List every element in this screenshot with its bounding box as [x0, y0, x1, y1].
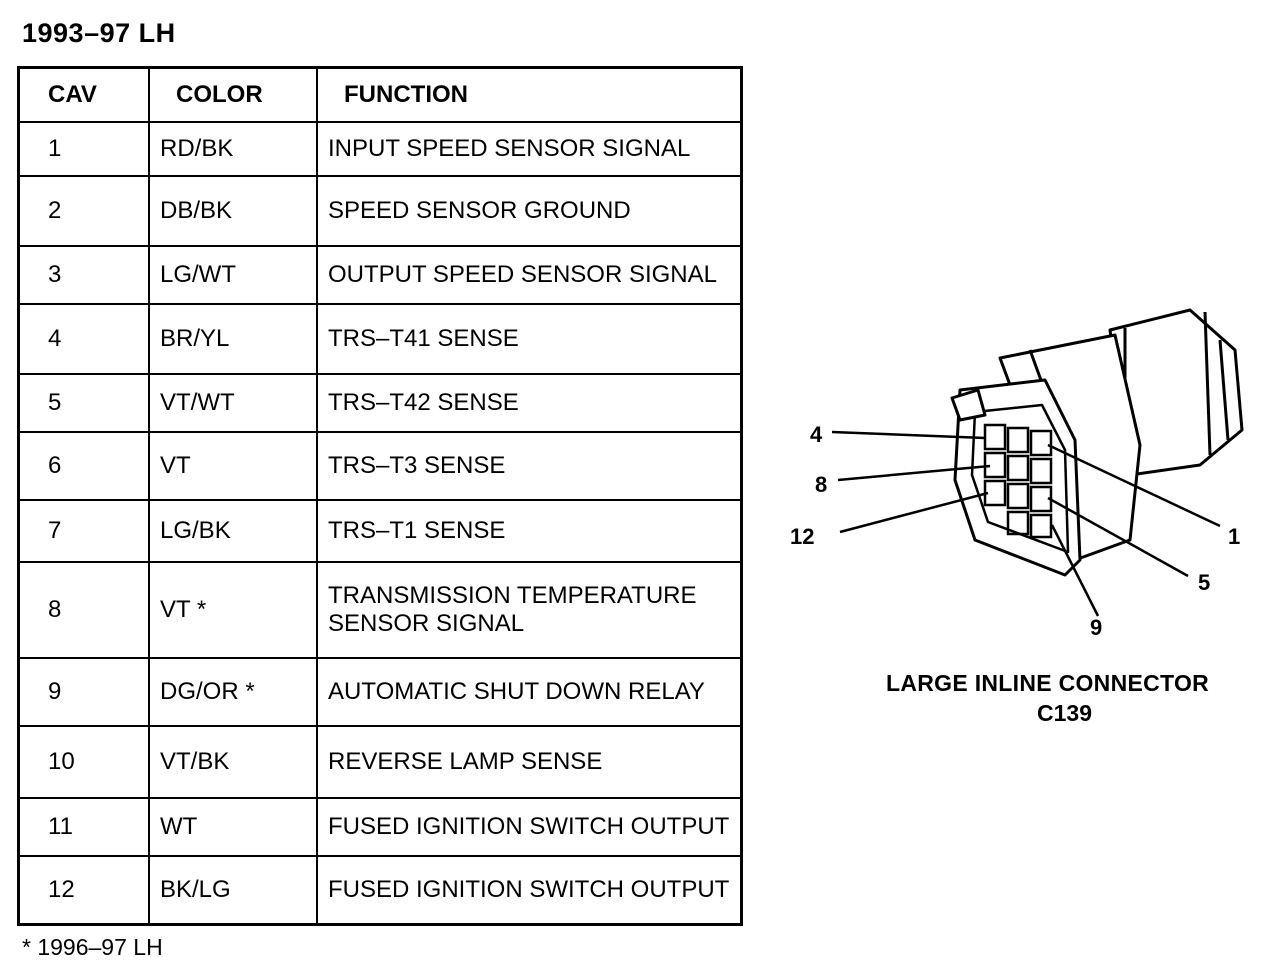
cell-function: REVERSE LAMP SENSE: [316, 725, 743, 799]
leader-lines: [831, 430, 1221, 617]
cell-function: OUTPUT SPEED SENSOR SIGNAL: [316, 245, 743, 305]
pin-label-5: 5: [1198, 570, 1210, 595]
cell-color: DG/OR *: [148, 657, 318, 727]
table-row: 9 DG/OR * AUTOMATIC SHUT DOWN RELAY: [17, 657, 743, 727]
cell-color: DB/BK: [148, 175, 318, 247]
cell-function: INPUT SPEED SENSOR SIGNAL: [316, 121, 743, 177]
cell-cav: 4: [17, 303, 150, 375]
cell-cav: 6: [17, 431, 150, 501]
table-header-row: CAV COLOR FUNCTION: [17, 66, 743, 123]
table-row: 6 VT TRS–T3 SENSE: [17, 431, 743, 501]
table-row: 5 VT/WT TRS–T42 SENSE: [17, 373, 743, 433]
footnote: * 1996–97 LH: [22, 934, 163, 960]
connector-caption: LARGE INLINE CONNECTOR: [886, 670, 1210, 696]
cell-cav: 12: [17, 855, 150, 925]
cell-color: LG/BK: [148, 499, 318, 563]
cell-function: TRS–T42 SENSE: [316, 373, 743, 433]
cell-function: SPEED SENSOR GROUND: [316, 175, 743, 247]
cell-cav: 5: [17, 373, 150, 433]
cell-function: TRS–T1 SENSE: [316, 499, 743, 563]
cell-function: FUSED IGNITION SWITCH OUTPUT: [316, 855, 743, 925]
table-row: 10 VT/BK REVERSE LAMP SENSE: [17, 725, 743, 799]
header-cav: CAV: [17, 66, 150, 123]
table-row: 11 WT FUSED IGNITION SWITCH OUTPUT: [17, 797, 743, 857]
cell-function: TRS–T41 SENSE: [316, 303, 743, 375]
cell-color: BR/YL: [148, 303, 318, 375]
table-row: 12 BK/LG FUSED IGNITION SWITCH OUTPUT: [17, 855, 743, 925]
cell-color: VT/WT: [148, 373, 318, 433]
cell-function: TRS–T3 SENSE: [316, 431, 743, 501]
cell-color: VT/BK: [148, 725, 318, 799]
cell-cav: 7: [17, 499, 150, 563]
cell-color: WT: [148, 797, 318, 857]
cell-color: VT: [148, 431, 318, 501]
page-title: 1993–97 LH: [22, 18, 176, 48]
table-row: 3 LG/WT OUTPUT SPEED SENSOR SIGNAL: [17, 245, 743, 305]
pin-label-9: 9: [1090, 615, 1102, 640]
cell-cav: 2: [17, 175, 150, 247]
pin-label-12: 12: [790, 524, 814, 549]
cell-function: AUTOMATIC SHUT DOWN RELAY: [316, 657, 743, 727]
cell-cav: 8: [17, 561, 150, 659]
pin-label-8: 8: [815, 472, 827, 497]
cell-color: LG/WT: [148, 245, 318, 305]
table-row: 1 RD/BK INPUT SPEED SENSOR SIGNAL: [17, 121, 743, 177]
header-function: FUNCTION: [316, 66, 743, 123]
pin-label-1: 1: [1228, 524, 1240, 549]
cell-color: VT *: [148, 561, 318, 659]
cell-cav: 1: [17, 121, 150, 177]
header-color: COLOR: [148, 66, 318, 123]
cell-cav: 11: [17, 797, 150, 857]
function-line-1: TRANSMISSION TEMPERATURE: [328, 582, 697, 609]
connector-diagram: 4 8 12 1 5 9: [790, 308, 1244, 640]
table-row: 2 DB/BK SPEED SENSOR GROUND: [17, 175, 743, 247]
cell-color: BK/LG: [148, 855, 318, 925]
pinout-table: CAV COLOR FUNCTION 1 RD/BK INPUT SPEED S…: [17, 66, 743, 926]
table-row: 7 LG/BK TRS–T1 SENSE: [17, 499, 743, 563]
cell-cav: 10: [17, 725, 150, 799]
table-row: 4 BR/YL TRS–T41 SENSE: [17, 303, 743, 375]
function-line-2: SENSOR SIGNAL: [328, 610, 525, 637]
cell-cav: 3: [17, 245, 150, 305]
cell-cav: 9: [17, 657, 150, 727]
pin-label-4: 4: [810, 422, 823, 447]
cell-function: FUSED IGNITION SWITCH OUTPUT: [316, 797, 743, 857]
connector-id: C139: [1037, 700, 1092, 726]
cell-color: RD/BK: [148, 121, 318, 177]
connector-body-icon: [950, 308, 1244, 577]
